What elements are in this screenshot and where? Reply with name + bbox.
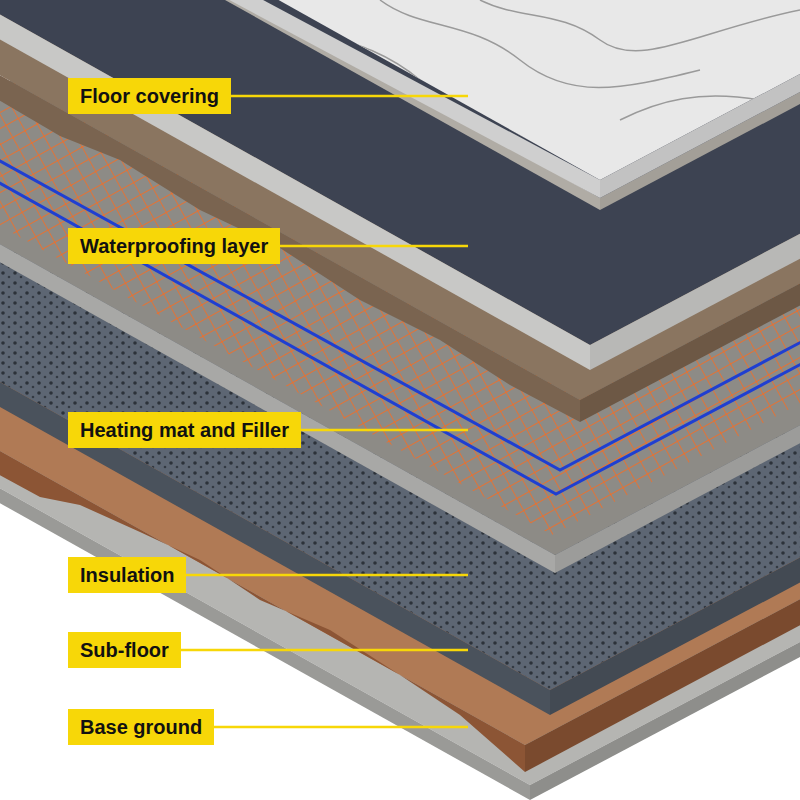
label-text: Base ground: [80, 715, 202, 739]
label-box: Floor covering: [68, 78, 231, 114]
label-box: Insulation: [68, 557, 186, 593]
label-text: Floor covering: [80, 84, 219, 108]
layer-side: [600, 0, 800, 198]
label-box: Heating mat and Filler: [68, 412, 301, 448]
label-text: Sub-floor: [80, 638, 169, 662]
label-box: Waterproofing layer: [68, 228, 280, 264]
label-box: Sub-floor: [68, 632, 181, 668]
label-text: Insulation: [80, 563, 174, 587]
floor-covering-layer: [0, 0, 800, 210]
label-text: Waterproofing layer: [80, 234, 268, 258]
layer-side: [0, 0, 600, 198]
label-box: Base ground: [68, 709, 214, 745]
label-text: Heating mat and Filler: [80, 418, 289, 442]
